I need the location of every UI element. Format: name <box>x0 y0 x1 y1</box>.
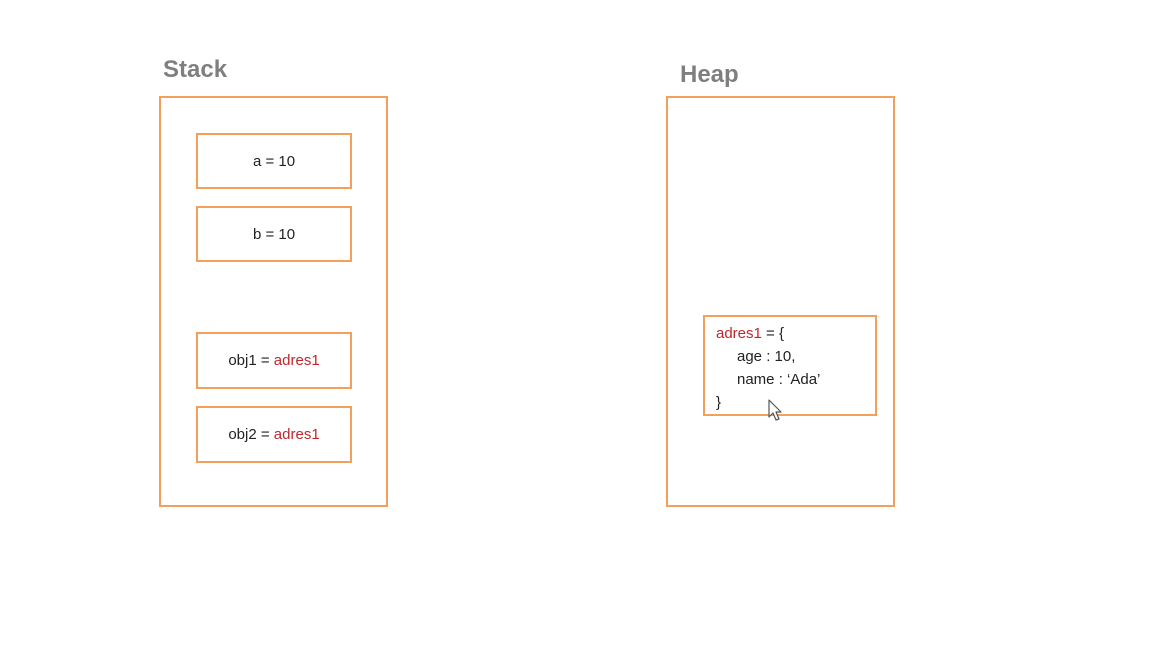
stack-cell-obj1-reference: adres1 <box>273 352 320 369</box>
stack-cell-obj1-name: obj1 <box>228 352 257 369</box>
stack-cell-obj1: obj1 = adres1 <box>196 332 352 389</box>
heap-object-open-brace: = { <box>761 325 784 342</box>
stack-cell-obj2-reference: adres1 <box>273 426 320 443</box>
stack-cell-b-text: b = 10 <box>252 225 296 243</box>
stack-cell-obj1-equals: = <box>256 352 274 369</box>
heap-object-close-brace: } <box>716 394 722 411</box>
stack-title: Stack <box>163 56 228 83</box>
stack-cell-a: a = 10 <box>196 133 352 189</box>
stack-cell-b: b = 10 <box>196 206 352 262</box>
heap-object-prop-name: name : ‘Ada’ <box>737 371 821 388</box>
heap-object: adres1 = { age : 10, name : ‘Ada’ } <box>703 315 877 416</box>
stack-cell-obj2-equals: = <box>256 426 274 443</box>
heap-object-prop-age: age : 10, <box>737 348 796 365</box>
heap-object-header: adres1 = { <box>716 322 875 345</box>
mouse-pointer-icon <box>768 399 782 421</box>
stack-cell-obj2: obj2 = adres1 <box>196 406 352 463</box>
stack-cell-a-text: a = 10 <box>252 152 296 170</box>
heap-object-address: adres1 <box>716 325 762 342</box>
heap-title: Heap <box>680 61 739 88</box>
stack-cell-obj2-name: obj2 <box>228 426 257 443</box>
heap-container <box>666 96 895 507</box>
